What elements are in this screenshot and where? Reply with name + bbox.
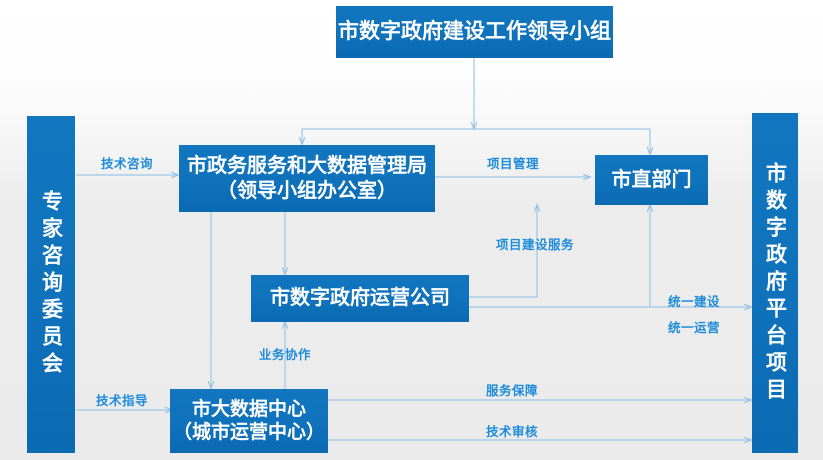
edge-label-tech-review: 技术审核 (485, 425, 539, 439)
node-operating-company-label: 市数字政府运营公司 (270, 287, 450, 310)
node-expert-committee-label: 专家咨询委员会 (39, 190, 63, 379)
edge-label-tech-guidance: 技术指导 (95, 394, 149, 408)
node-admin-bureau-line1: 市政务服务和大数据管理局 (187, 155, 427, 178)
node-platform-project-label: 市数字政府平台项目 (763, 161, 787, 405)
edge-label-unified-construction: 统一建设 (667, 295, 721, 309)
edge-label-unified-operation: 统一运营 (667, 321, 721, 335)
node-operating-company[interactable]: 市数字政府运营公司 (251, 275, 469, 322)
node-leading-group[interactable]: 市数字政府建设工作领导小组 (336, 6, 613, 58)
edge-operating-to-departments (469, 205, 537, 298)
node-expert-committee[interactable]: 专家咨询委员会 (27, 116, 75, 453)
node-big-data-center-line2: （城市运营中心） (172, 422, 325, 443)
node-admin-bureau-line2: （领导小组办公室） (217, 179, 397, 202)
edge-label-tech-consulting: 技术咨询 (100, 157, 154, 171)
node-leading-group-label: 市数字政府建设工作领导小组 (338, 20, 611, 44)
edge-label-business-collaboration: 业务协作 (258, 348, 312, 362)
edge-label-project-construction-service: 项目建设服务 (495, 238, 575, 252)
node-municipal-departments[interactable]: 市直部门 (595, 155, 708, 205)
node-admin-bureau[interactable]: 市政务服务和大数据管理局 （领导小组办公室） (179, 145, 435, 212)
edge-label-service-guarantee: 服务保障 (485, 384, 539, 398)
node-municipal-departments-label: 市直部门 (611, 168, 692, 191)
edge-label-project-management: 项目管理 (486, 157, 540, 171)
node-big-data-center-line1: 市大数据中心 (191, 398, 306, 420)
node-big-data-center[interactable]: 市大数据中心 （城市运营中心） (170, 389, 328, 453)
node-platform-project[interactable]: 市数字政府平台项目 (752, 113, 798, 453)
